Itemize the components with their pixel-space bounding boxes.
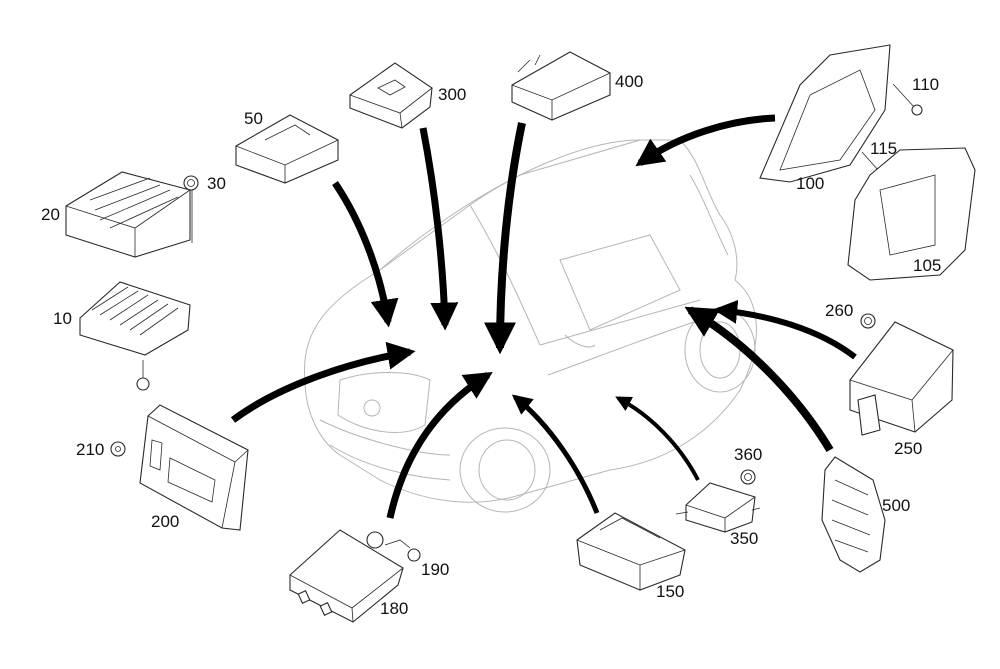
- callout-30: 30: [207, 174, 226, 193]
- callout-20: 20: [41, 205, 60, 224]
- callout-10: 10: [53, 309, 72, 328]
- arrow-180: [386, 372, 493, 519]
- callout-400: 400: [615, 72, 644, 91]
- arrow-250: [713, 299, 857, 360]
- arrow-200: [230, 341, 416, 423]
- callout-500: 500: [882, 496, 911, 515]
- callout-150: 150: [656, 582, 685, 601]
- callout-360: 360: [734, 445, 763, 464]
- part-100-module: [759, 44, 891, 183]
- callout-180: 180: [380, 599, 409, 618]
- part-30-nut: [183, 175, 199, 243]
- callout-350: 350: [730, 529, 759, 548]
- callout-260: 260: [825, 301, 854, 320]
- callout-110: 110: [912, 75, 940, 94]
- arrow-350: [615, 396, 700, 481]
- arrows: [230, 114, 857, 519]
- arrow-300: [419, 127, 459, 331]
- callout-115: 115: [870, 139, 898, 158]
- callout-210: 210: [76, 440, 105, 459]
- callout-100: 100: [796, 174, 825, 193]
- part-150-module: [576, 512, 686, 591]
- callout-50: 50: [244, 109, 263, 128]
- callout-190: 190: [421, 560, 450, 579]
- part-500-module: [821, 456, 886, 573]
- part-350-module: [675, 482, 761, 533]
- arrow-100: [635, 114, 776, 167]
- part-300-module: [349, 62, 433, 129]
- car-outline: [303, 139, 757, 513]
- callout-105: 105: [913, 256, 942, 275]
- part-210-clip: [110, 441, 126, 457]
- part-110-bolt: [892, 83, 923, 116]
- part-10-module: [79, 281, 191, 391]
- callout-300: 300: [438, 85, 467, 104]
- part-190-screw: [384, 539, 421, 562]
- part-105-pad: [847, 147, 976, 281]
- arrow-150: [511, 394, 600, 514]
- callout-250: 250: [894, 439, 923, 458]
- part-360-nut: [740, 469, 756, 485]
- part-180-module: [289, 529, 404, 623]
- callout-200: 200: [151, 512, 180, 531]
- part-260-nut: [860, 313, 876, 329]
- arrow-500: [684, 306, 834, 453]
- arrow-400: [484, 122, 526, 355]
- part-400-module: [511, 51, 611, 121]
- arrow-50: [332, 181, 399, 328]
- part-250-module: [849, 321, 954, 436]
- part-200-module: [139, 404, 249, 531]
- part-20-module: [65, 171, 191, 258]
- part-50-module: [235, 114, 339, 184]
